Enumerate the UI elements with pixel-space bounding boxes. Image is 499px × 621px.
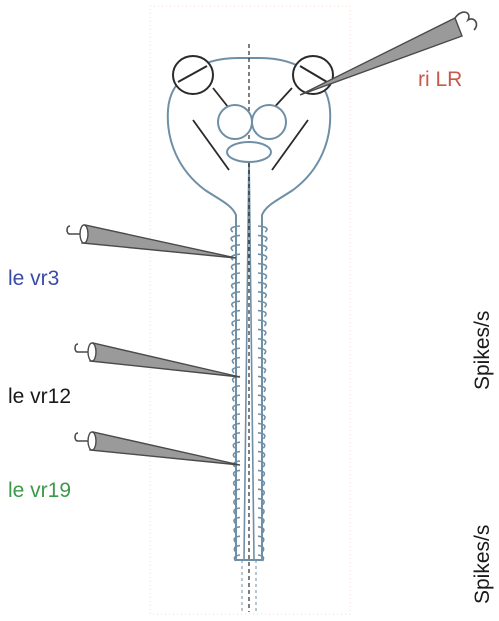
somite-l-31 <box>234 517 240 523</box>
brain-lobes <box>218 105 286 162</box>
electrode-le-vr12 <box>75 343 240 377</box>
left-eye <box>173 56 213 94</box>
electrode-le-vr3 <box>67 225 236 258</box>
panel-border <box>150 6 350 614</box>
electrode-le-vr19 <box>75 432 240 465</box>
axis-label-upper: Spikes/s <box>472 311 493 390</box>
label-le-vr19: le vr19 <box>8 480 71 501</box>
axis-label-lower: Spikes/s <box>472 525 493 604</box>
label-le-vr12: le vr12 <box>8 386 71 407</box>
label-ri-lr: ri LR <box>418 69 462 90</box>
somite-r-31 <box>258 517 264 523</box>
label-le-vr3: le vr3 <box>8 268 59 289</box>
